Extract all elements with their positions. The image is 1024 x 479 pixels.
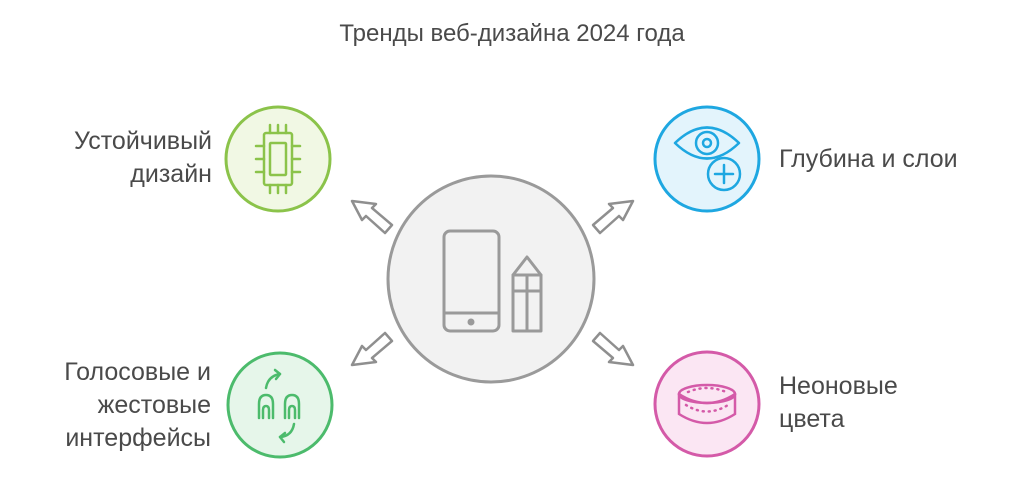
label-line: Глубина и слои <box>779 145 958 173</box>
label-line: цвета <box>779 405 845 433</box>
node-voice <box>226 351 334 459</box>
center-hub <box>386 174 596 384</box>
label-line: дизайн <box>130 160 212 188</box>
label-sustainable: Устойчивый дизайн <box>74 125 212 191</box>
node-depth <box>653 105 761 213</box>
label-line: Голосовые и <box>64 358 211 386</box>
arrow-up-left <box>350 199 394 235</box>
label-voice: Голосовые и жестовые интерфейсы <box>64 356 211 455</box>
label-neon: Неоновые цвета <box>779 370 898 436</box>
diagram-title: Тренды веб-дизайна 2024 года <box>339 20 685 47</box>
neon-ring-icon <box>677 383 737 425</box>
node-neon <box>653 350 761 458</box>
arrow-down-left <box>350 331 394 367</box>
gesture-icon <box>257 368 301 444</box>
eye-plus-icon <box>673 126 742 192</box>
label-line: Неоновые <box>779 372 898 400</box>
label-depth: Глубина и слои <box>779 143 958 176</box>
chip-icon <box>254 123 302 195</box>
phone-pencil-icon <box>442 229 543 333</box>
label-line: жестовые <box>97 391 211 419</box>
node-sustainable <box>224 105 332 213</box>
arrow-up-right <box>591 199 635 235</box>
arrow-down-right <box>591 331 635 367</box>
label-line: Устойчивый <box>74 127 212 155</box>
label-line: интерфейсы <box>65 424 211 452</box>
